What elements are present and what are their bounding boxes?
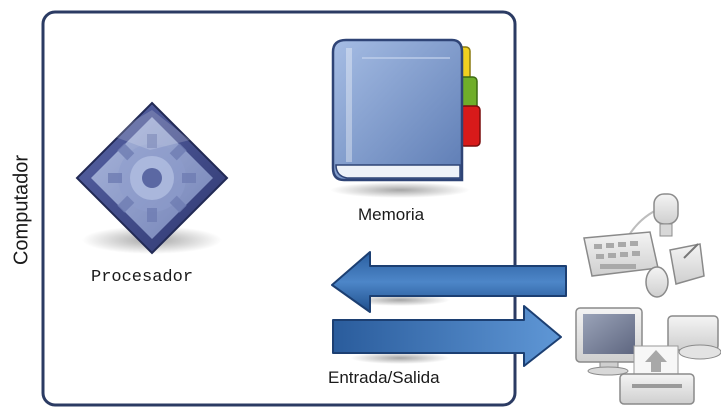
processor-gear-icon <box>75 101 229 255</box>
memory-book-icon <box>330 38 481 198</box>
computer-label: Computador <box>10 154 33 266</box>
io-label: Entrada/Salida <box>328 368 440 387</box>
output-arrow <box>332 305 562 367</box>
input-devices-icon <box>583 193 705 298</box>
processor-label: Procesador <box>91 268 194 287</box>
memory-label: Memoria <box>358 205 425 224</box>
output-devices-icon <box>575 307 721 405</box>
input-arrow <box>331 251 567 313</box>
